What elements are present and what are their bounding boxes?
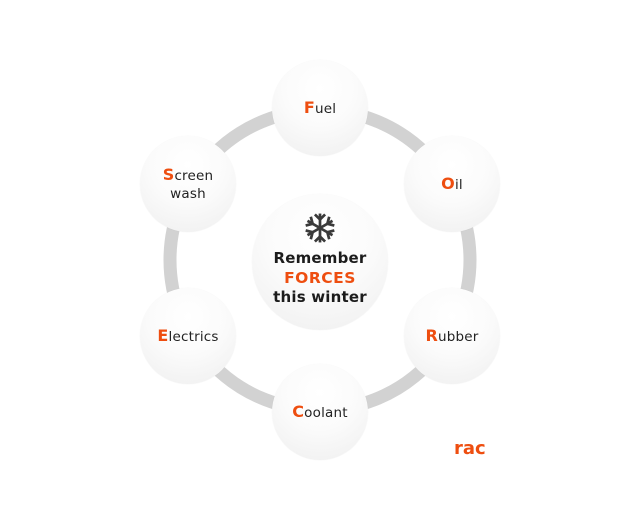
node-initial: C [292, 401, 305, 421]
node-fuel: Fuel [272, 60, 368, 156]
node-label: il [454, 176, 463, 193]
node-rubber: Rubber [404, 288, 500, 384]
center-line-this-winter: this winter [273, 288, 367, 306]
rac-logo: rac [454, 438, 486, 459]
node-coolant: Coolant [272, 364, 368, 460]
node-initial: F [303, 97, 315, 117]
center-line-forces: FORCES [284, 269, 356, 287]
node-label: uel [314, 100, 337, 117]
node-oil: Oil [404, 136, 500, 232]
node-initial: O [441, 173, 455, 193]
node-label: lectrics [168, 328, 219, 345]
center-circle: Remember FORCES this winter [252, 194, 388, 330]
node-label: ubber [437, 328, 479, 345]
node-label: oolant [304, 404, 348, 421]
snowflake-icon [303, 213, 337, 244]
node-label-line2: wash [170, 185, 206, 202]
node-initial: E [157, 325, 169, 345]
node-initial: R [425, 325, 438, 345]
node-electrics: Electrics [140, 288, 236, 384]
node-initial: S [162, 164, 175, 184]
center-line-remember: Remember [273, 249, 367, 267]
node-screen-wash: Screen wash [140, 136, 236, 232]
node-label: creen [174, 167, 214, 184]
